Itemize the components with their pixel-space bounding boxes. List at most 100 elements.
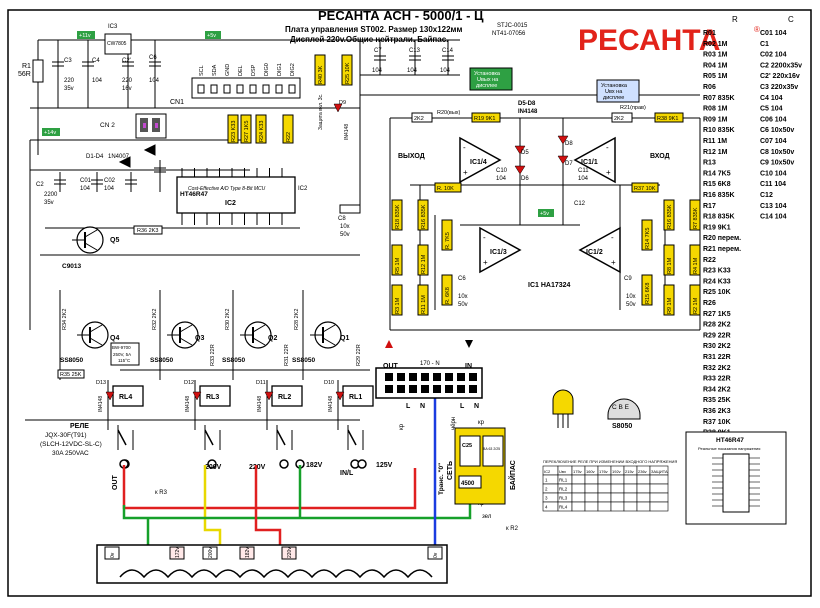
parts-r-25: R26 [703,300,716,307]
op-res-v-2: R3 1M [391,284,403,316]
opamp-3: IC1/2-+ [578,226,621,274]
r22-label: R22 [286,132,292,142]
table-cell [597,474,612,485]
r28-label: R28 2K2 [294,309,300,330]
op-res-v-label-13: R7 835K [693,207,699,229]
d12-label: D12 [184,380,194,386]
terminal-pin-top [445,373,453,381]
parts-r-21: R22 [703,257,716,264]
p14v-label: +14v [44,130,56,136]
title-main: РЕСАНТА АСН - 5000/1 - Ц [318,8,484,23]
q1-label: Q1 [340,335,349,342]
p14v-badge [42,128,60,136]
c2p-value: 220 [122,78,133,84]
package-icons: C B E S8050 [552,389,641,430]
ba-label: BA 63 2/25 [483,447,500,451]
transformer-tap-1: 172v [169,546,185,560]
relay-3: RL1 [335,385,374,469]
p5v2-label: +5v [540,211,549,217]
parts-c-17: C14 104 [760,214,787,221]
d6-label: D6 [521,176,529,182]
q1-part: SS8050 [292,357,316,364]
xr2-label: к R2 [506,526,519,532]
parts-r-3: R04 1M [703,62,728,69]
parts-header-r: R [732,15,738,24]
terminal-pin-bottom [433,385,441,393]
parts-r-10: R11 1M [703,138,727,145]
protect-label: Защита вкл. 3с. [318,94,324,130]
op-res-v-label-12: R9 1M [667,297,673,314]
r20-label: R20(вых) [437,110,461,116]
cn1-pin-label-2: GND [225,64,231,76]
table-head-7: 236v [638,469,647,474]
parts-c-8: C06 104 [760,116,787,123]
terminal-pin-top [397,373,405,381]
p5v-label: +5v [207,33,216,39]
table-cell [623,492,638,503]
parts-header-c: C [788,15,794,24]
op-res-h-1: R19 9K1 [471,112,501,123]
parts-r-0: R01 [703,30,716,37]
cn1-pin [262,84,270,94]
table-cell [584,501,599,512]
q3-label: Q3 [195,335,204,342]
relay-model: JQX-30F(T91) [45,432,87,439]
sheet-border [7,9,812,597]
c8-label: C8 [338,216,346,222]
op-res-h-4: R. 10K [434,182,462,193]
terminal-post [357,459,367,469]
table-row-num-1: 2 [545,487,548,492]
opamp-minus-2: - [483,233,486,242]
power-labels: R1 56R IC3 CW7805 +11v +5v +14v +5v C3 2… [18,24,554,217]
table-head-2: 175v [573,469,582,474]
table-cell [610,501,625,512]
op-res-v-label-7: R. 6K8 [445,287,451,304]
c4-value: 104 [92,78,103,84]
r33-label: R33 22R [210,344,216,366]
terminal-pin-top [469,373,477,381]
cn1-pin [223,84,231,94]
wire-kr-2: кр [478,420,485,426]
c6-volt: 50v [458,302,468,308]
tap-label-5: 0v [433,552,439,558]
transistor-1 [77,321,109,349]
d11-part: IN4148 [257,396,263,412]
opamps: IC1/4-+IC1/1-+IC1/3-+IC1/2-+ [459,136,621,274]
c2-value: 2200 [44,192,58,198]
op-res-v-11: R8 1M [663,244,675,276]
ic2-side: IC2 [298,186,308,192]
op-res-v-9: R15 6K8 [641,274,653,306]
parts-c-11: C8 10х50v [760,149,794,156]
q3-part: SS8050 [150,357,174,364]
parts-r-12: R13 [703,160,716,167]
driver-labels: Q5 C9013 R36 2K3 R35 25K SS8050 SS8050 S… [40,225,519,532]
code-1: STJC-0015 [497,23,528,29]
parts-r-32: R33 22R [703,376,731,383]
op-res-v-label-0: R18 835K [395,204,401,229]
tap-200v: 200V [205,464,222,471]
table-cell [597,483,612,494]
cn1-pin [288,84,296,94]
cn1-pin-label-3: DEL [238,65,244,76]
op-res-h-label-2: 2K2 [614,116,624,122]
op-res-v-7: R. 6K8 [441,274,453,306]
c4-label: C4 [92,58,100,64]
parts-r-20: R21 перем. [703,246,741,253]
q2-label: Q2 [268,335,277,342]
table-head-4: 176v [599,469,608,474]
op-res-v-label-5: R11 1M [421,295,427,314]
cn1-pin [249,84,257,94]
op-res-v-6: R. 7K5 [441,219,453,251]
relay-rating: 30A 250VAC [52,450,89,457]
d14-part: 1N4007 [108,154,130,160]
table-head-3: 160v [586,469,595,474]
parts-r-19: R20 перем. [703,235,741,242]
q4-part: SS8050 [60,357,84,364]
table-head-6: 215v [625,469,634,474]
parts-r-18: R19 9K1 [703,224,731,231]
term-l1: L [406,403,411,410]
parts-r-2: R03 1M [703,52,728,59]
trans-label: Транс. "0" [438,463,445,495]
